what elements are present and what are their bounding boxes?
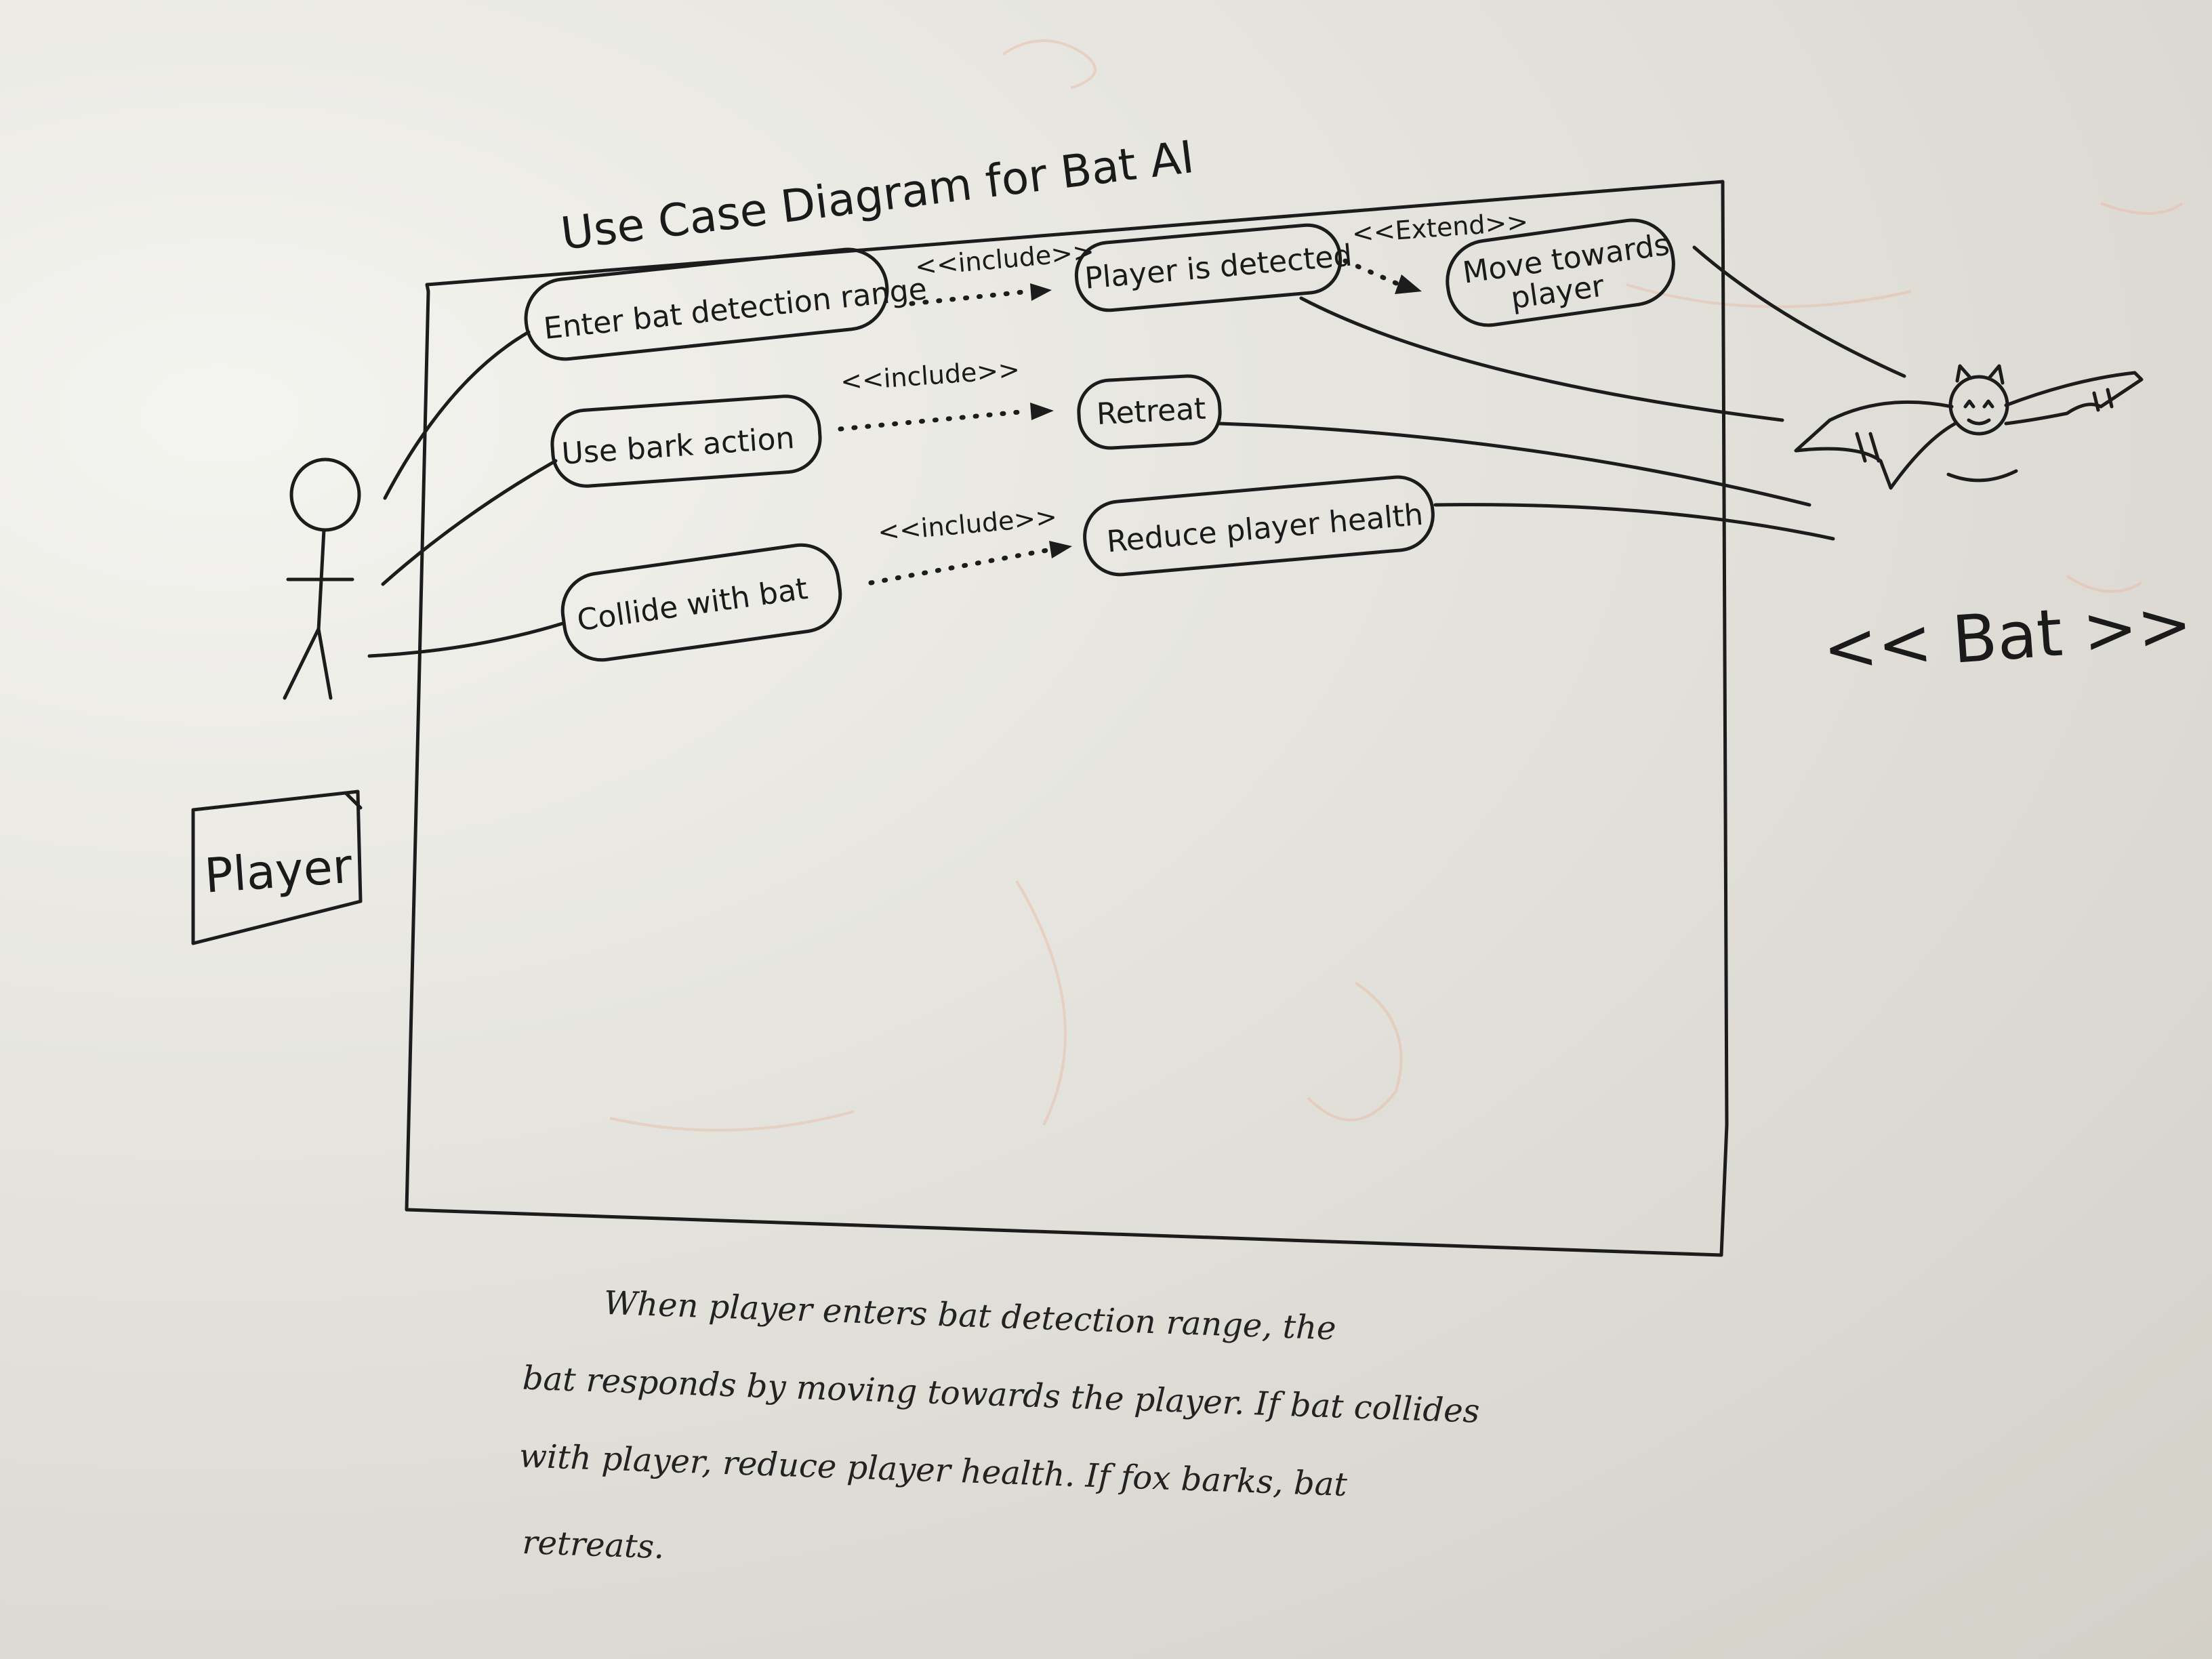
use-case-player-detected[interactable]: Player is detected [1073,222,1353,313]
include-label: <<include>> [840,354,1021,396]
use-case-label: Use bark action [560,421,796,472]
extend-arrow-move [1343,258,1422,294]
note-line-3: with player, reduce player health. If fo… [518,1437,1348,1504]
note-line-1: When player enters bat detection range, … [603,1284,1336,1348]
use-case-collide-with-bat[interactable]: Collide with bat [558,540,845,665]
note-line-4: retreats. [522,1523,665,1566]
use-case-retreat[interactable]: Retreat [1077,374,1222,450]
include-arrow-health [868,541,1072,586]
explanatory-note: When player enters bat detection range, … [518,1284,1480,1567]
use-case-enter-detection-range[interactable]: Enter bat detection range [522,245,928,363]
use-case-use-bark-action[interactable]: Use bark action [550,394,823,488]
note-line-2: bat responds by moving towards the playe… [522,1359,1480,1431]
player-actor-label-box: Player [191,790,363,945]
bat-associations [1218,245,1906,541]
include-arrow-retreat [838,403,1054,432]
use-case-label: Player is detected [1084,239,1354,296]
player-actor-figure[interactable] [283,457,361,700]
player-label: Player [203,838,354,904]
bat-stereotype-label: << Bat >> [1820,586,2194,687]
extend-label: <<Extend>> [1351,207,1530,249]
include-label: <<include>> [877,501,1059,547]
use-case-label: Retreat [1096,392,1207,432]
use-case-label: Reduce player health [1105,497,1425,560]
use-case-reduce-player-health[interactable]: Reduce player health [1082,474,1435,577]
bat-actor-figure[interactable] [1794,364,2144,490]
erased-marks [609,39,2184,1132]
include-arrow-detection [909,283,1052,306]
use-case-label: Collide with bat [575,571,810,638]
player-associations [367,330,565,658]
diagram-title: Use Case Diagram for Bat AI [558,131,1196,260]
system-boundary [405,180,1729,1257]
use-case-label: Enter bat detection range [542,272,928,346]
